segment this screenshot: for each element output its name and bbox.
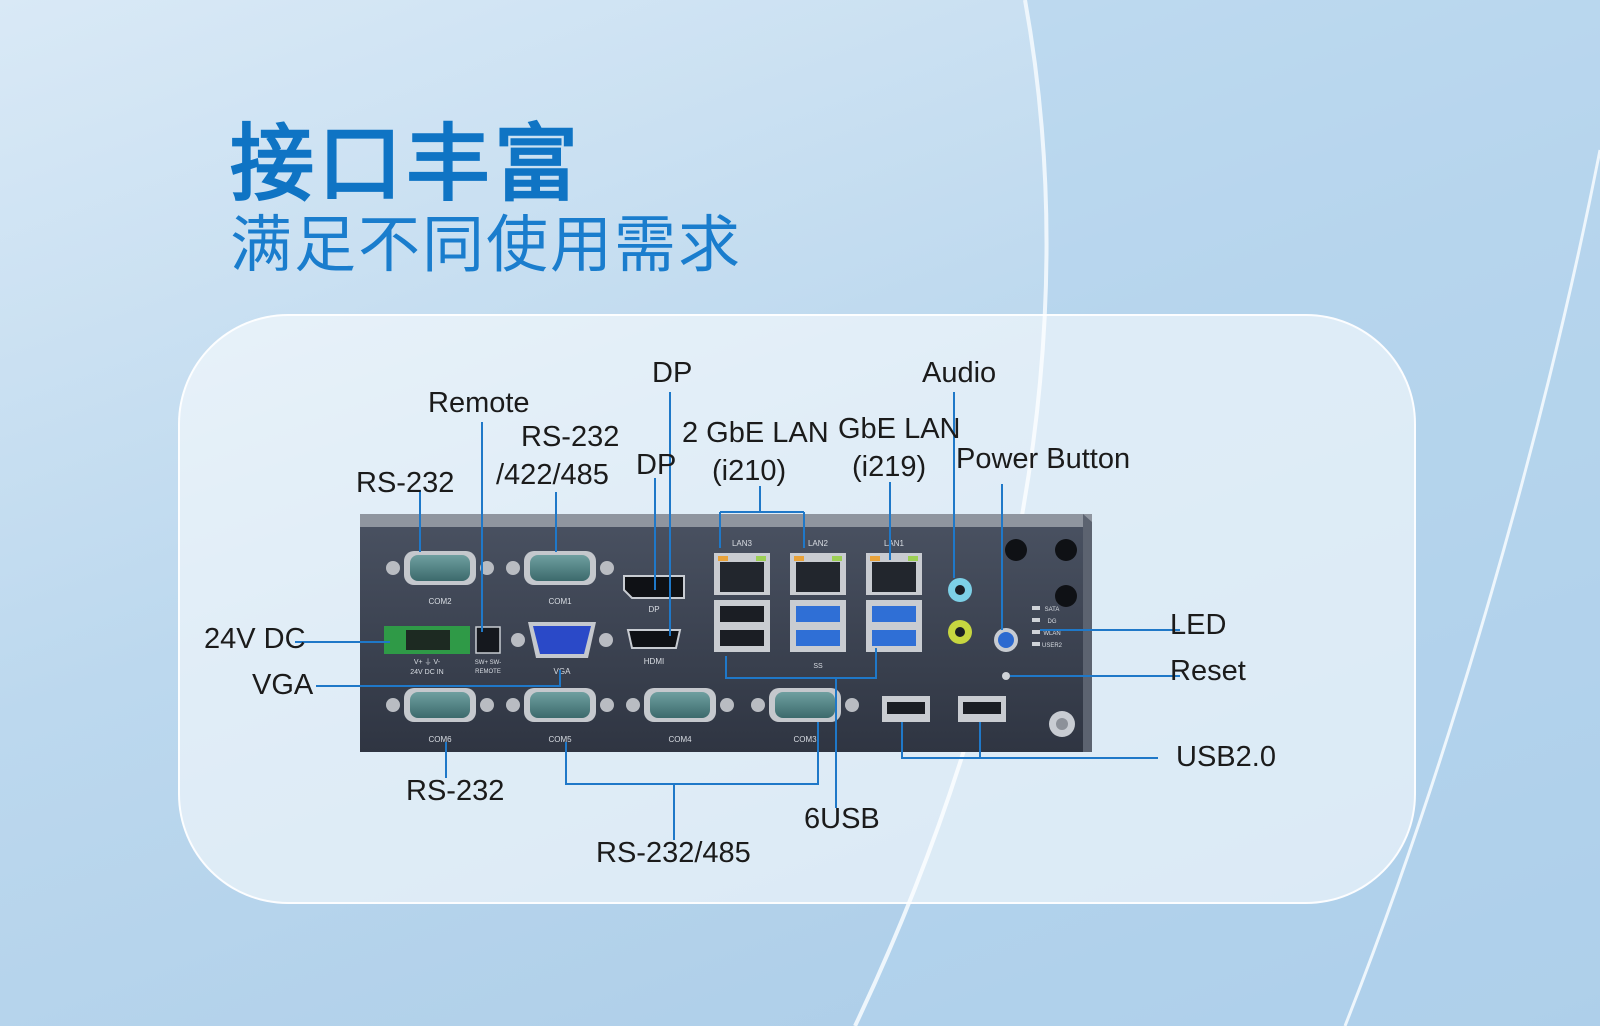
label-dp-mid: DP <box>636 449 677 481</box>
label-power-button: Power Button <box>956 443 1131 475</box>
lan3-print: LAN3 <box>732 539 753 548</box>
dc-print-2: 24V DC IN <box>410 669 443 676</box>
reset-button <box>1002 672 1010 680</box>
lan2-port <box>790 553 846 595</box>
led-wlan-print: WLAN <box>1043 631 1060 637</box>
usb2-port-2 <box>958 696 1006 722</box>
leader-vga <box>316 670 561 687</box>
label-rs232-485: RS-232/485 <box>596 837 751 869</box>
vga-print: VGA <box>554 667 572 676</box>
label-reset: Reset <box>1170 655 1246 687</box>
com3-print: COM3 <box>793 735 817 744</box>
label-rs232-top: RS-232 <box>356 467 455 499</box>
led-sata-print: SATA <box>1045 607 1060 613</box>
dp-print: DP <box>648 605 659 614</box>
com6-print: COM6 <box>428 735 452 744</box>
usb-ss-print: SS <box>813 663 823 670</box>
leader-6usb <box>725 648 877 808</box>
label-gbe-line1: GbE LAN <box>838 413 961 445</box>
mic-in-jack <box>948 620 972 644</box>
remote-print: SW+ SW- <box>475 660 501 666</box>
com5-port <box>506 688 614 722</box>
com2-port <box>386 551 494 585</box>
com1-print: COM1 <box>548 597 572 606</box>
lan2-print: LAN2 <box>808 539 829 548</box>
usb-stack-left <box>714 600 770 652</box>
lan1-port <box>866 553 922 595</box>
hdmi-print: HDMI <box>644 657 664 666</box>
usb2-port-1 <box>882 696 930 722</box>
leader-2gbe <box>719 486 805 548</box>
page-subtitle: 满足不同使用需求 <box>230 208 743 281</box>
status-leds <box>1032 606 1040 646</box>
hdmi-port <box>626 629 682 649</box>
lan3-port <box>714 553 770 595</box>
leader-rs232-485 <box>565 722 819 840</box>
com2-print: COM2 <box>428 597 452 606</box>
label-led: LED <box>1170 609 1227 641</box>
label-gbe-line2: (i219) <box>852 451 927 483</box>
page-title: 接口丰富 <box>230 115 583 213</box>
vga-port <box>511 622 613 658</box>
com4-print: COM4 <box>668 735 692 744</box>
label-remote: Remote <box>428 387 530 419</box>
dc-terminal-block <box>384 626 470 654</box>
label-audio: Audio <box>922 357 997 389</box>
label-rs232-422-485-line2: /422/485 <box>496 459 609 491</box>
leader-usb20 <box>901 722 1158 759</box>
com5-print: COM5 <box>548 735 572 744</box>
com3-port <box>751 688 859 722</box>
usb3-stack-right <box>866 600 922 652</box>
leader-lines <box>295 392 1180 840</box>
label-24v-dc: 24V DC <box>204 623 306 655</box>
ground-screw <box>1049 711 1075 737</box>
label-usb20: USB2.0 <box>1176 741 1276 773</box>
com6-port <box>386 688 494 722</box>
remote-print-2: REMOTE <box>475 669 501 675</box>
label-2gbe-line2: (i210) <box>712 455 787 487</box>
label-rs232-bottom: RS-232 <box>406 775 505 807</box>
usb3-stack-middle <box>790 600 846 652</box>
label-2gbe-line1: 2 GbE LAN <box>682 417 829 449</box>
led-user-print: USER2 <box>1042 643 1063 649</box>
label-dp-top: DP <box>652 357 693 389</box>
remote-connector <box>475 626 501 654</box>
power-button <box>994 628 1018 652</box>
led-dg-print: DG <box>1048 619 1057 625</box>
antenna-holes <box>1005 539 1077 607</box>
audio-out-jack <box>948 578 972 602</box>
com1-port <box>506 551 614 585</box>
lan1-print: LAN1 <box>884 539 905 548</box>
label-6usb: 6USB <box>804 803 880 835</box>
label-rs232-422-485-line1: RS-232 <box>521 421 620 453</box>
com4-port <box>626 688 734 722</box>
label-vga: VGA <box>252 669 314 701</box>
dc-print: V+ ⏚ V- <box>414 658 441 666</box>
